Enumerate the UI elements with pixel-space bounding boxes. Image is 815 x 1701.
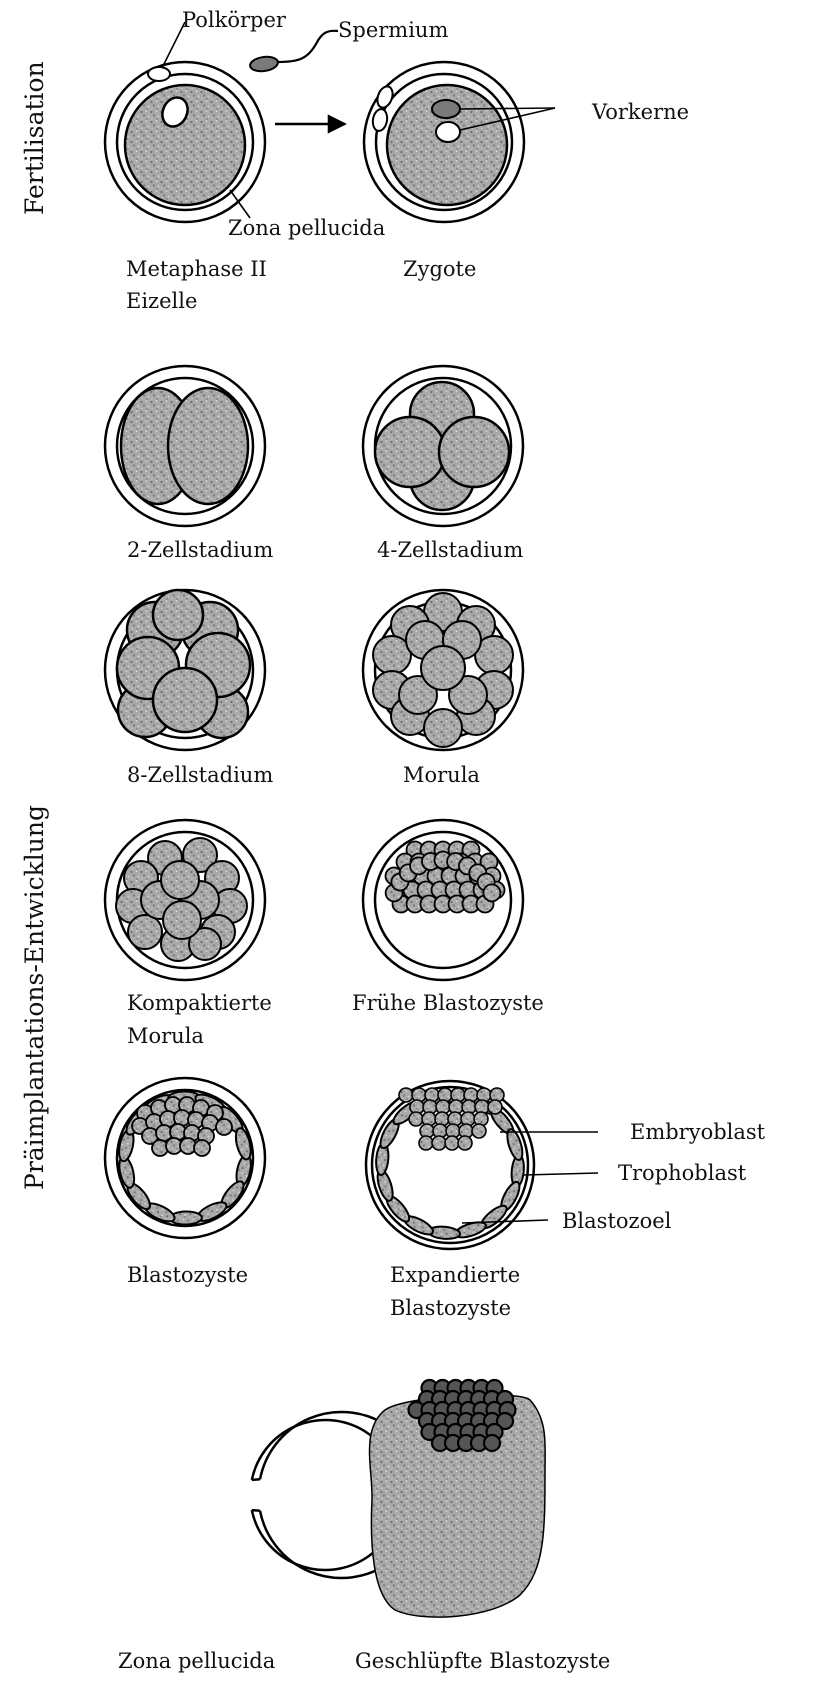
- label-trophoblast: Trophoblast: [618, 1161, 747, 1185]
- blastocyst-diagram: [105, 1078, 265, 1238]
- zygote-polar-body-1: [375, 84, 396, 109]
- label-embryoblast: Embryoblast: [630, 1120, 766, 1144]
- early-blastocyst-diagram: [363, 820, 523, 980]
- two-cell-blastomere-2: [168, 388, 248, 504]
- four-cell-blastomere-4: [439, 417, 509, 487]
- expanded-blastocyst-diagram: [366, 1081, 534, 1249]
- label-oocyte-line2: Eizelle: [126, 289, 197, 313]
- label-compact-morula-line1: Kompaktierte: [127, 991, 272, 1015]
- label-eight-cell: 8-Zellstadium: [127, 763, 273, 787]
- zygote-diagram: [364, 62, 524, 222]
- zygote-polar-body-2: [371, 108, 389, 132]
- label-zona-pellucida-top: Zona pellucida: [228, 216, 385, 240]
- label-zona-empty: Zona pellucida: [118, 1649, 275, 1673]
- embryoblast-cell: [458, 1136, 472, 1150]
- embryoblast-cell: [445, 1136, 459, 1150]
- label-expanded-blastocyst-line2: Blastozyste: [390, 1296, 511, 1320]
- trophoblast-cell: [233, 1127, 253, 1161]
- label-early-blastocyst: Frühe Blastozyste: [352, 991, 544, 1015]
- early-blastocyst-cell: [483, 884, 500, 901]
- embryoblast-cell: [409, 1112, 423, 1126]
- compact-morula-diagram: [105, 820, 265, 980]
- polar-body: [148, 67, 170, 81]
- compact-morula-blastomeres: [116, 838, 247, 961]
- eight-cell-blastomere: [153, 668, 217, 732]
- four-cell-diagram: [363, 366, 523, 526]
- embryoblast-cell: [488, 1100, 502, 1114]
- oocyte-diagram: [105, 62, 265, 222]
- label-polar-body: Polkörper: [182, 8, 287, 32]
- blastocyst-inner-cell-mass: [132, 1097, 232, 1156]
- sperm-diagram: [249, 31, 338, 73]
- hatched-blastocyst-diagram: [370, 1380, 546, 1617]
- two-cell-diagram: [105, 366, 265, 526]
- label-blastocoel: Blastozoel: [562, 1209, 672, 1233]
- label-zygote: Zygote: [403, 257, 476, 281]
- label-hatched-blastocyst: Geschlüpfte Blastozyste: [355, 1649, 610, 1673]
- hatched-icm-cell: [484, 1435, 500, 1451]
- label-sperm: Spermium: [338, 18, 448, 42]
- label-two-cell: 2-Zellstadium: [127, 538, 273, 562]
- label-four-cell: 4-Zellstadium: [377, 538, 523, 562]
- inner-cell-mass-cell: [194, 1140, 210, 1156]
- morula-diagram: [363, 590, 523, 750]
- morula-blastomeres: [373, 593, 513, 747]
- four-cell-blastomere-3: [375, 417, 445, 487]
- eight-cell-blastomere: [153, 590, 203, 640]
- label-morula: Morula: [403, 763, 480, 787]
- label-compact-morula-line2: Morula: [127, 1024, 204, 1048]
- pronucleus-pointer-1: [460, 108, 555, 109]
- label-expanded-blastocyst-line1: Expandierte: [390, 1263, 520, 1287]
- embryoblast-cell: [432, 1136, 446, 1150]
- embryoblast-cell: [472, 1124, 486, 1138]
- male-pronucleus: [432, 100, 460, 118]
- sperm-head: [249, 55, 279, 73]
- female-pronucleus: [436, 122, 460, 142]
- early-blastocyst-cells: [386, 842, 505, 913]
- side-label-preimplantation: Präimplantations-Entwicklung: [20, 805, 49, 1190]
- label-blastocyst: Blastozyste: [127, 1263, 248, 1287]
- expanded-blastocyst-embryoblast: [399, 1088, 504, 1150]
- label-oocyte-line1: Metaphase II: [126, 257, 267, 281]
- embryoblast-cell: [419, 1136, 433, 1150]
- inner-cell-mass-cell: [216, 1119, 232, 1135]
- trophoblast-pointer: [524, 1173, 598, 1175]
- expanded-blastocyst-trophoblast-cells: [375, 1090, 526, 1241]
- embryoblast-cell: [399, 1088, 413, 1102]
- sperm-tail: [278, 31, 338, 62]
- side-label-fertilisation: Fertilisation: [20, 61, 49, 215]
- label-pronuclei: Vorkerne: [591, 100, 689, 124]
- eight-cell-diagram: [105, 590, 265, 750]
